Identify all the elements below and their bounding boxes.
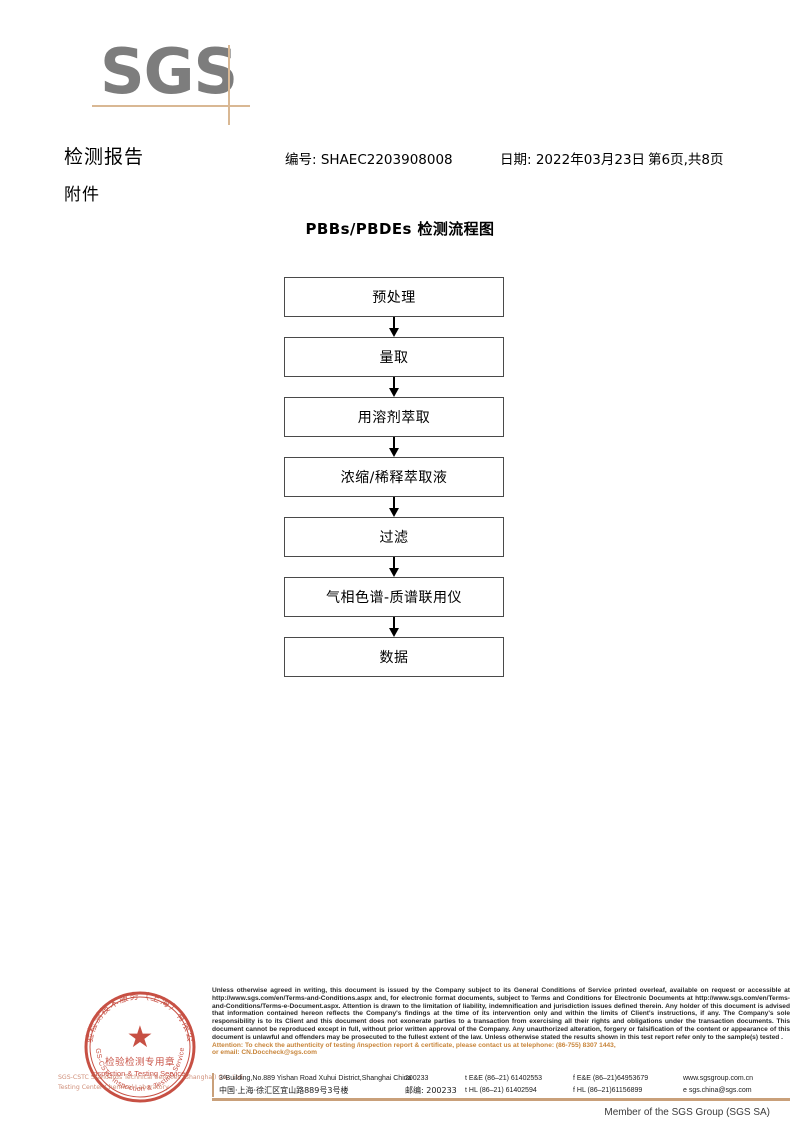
logo-vertical-rule (228, 45, 230, 125)
address-row-en: 3ᵈBuilding,No.889 Yishan Road Xuhui Dist… (219, 1073, 790, 1085)
svg-text:检验检测专用章: 检验检测专用章 (105, 1056, 175, 1068)
page-indicator: 第6页,共8页 (648, 152, 724, 168)
flow-step-box: 用溶剂萃取 (284, 397, 504, 437)
attention-line-1: Attention: To check the authenticity of … (212, 1041, 616, 1049)
footer-address-block: 3ᵈBuilding,No.889 Yishan Road Xuhui Dist… (212, 1073, 790, 1097)
svg-text:Inspection & Testing Services: Inspection & Testing Services (91, 1069, 189, 1078)
flowchart: 预处理 量取 用溶剂萃取 浓缩/稀释萃取液 过滤 气相色谱-质谱联用仪 数据 (284, 277, 504, 677)
footer-divider (212, 1098, 790, 1101)
flow-arrow-icon (284, 617, 504, 637)
flow-arrow-icon (284, 317, 504, 337)
address-row-cn: 中国·上海·徐汇区宜山路889号3号楼 邮编: 200233 t HL (86–… (219, 1085, 790, 1097)
postcode-en: 200233 (405, 1075, 429, 1082)
logo-horizontal-rule (92, 105, 250, 107)
website: www.sgsgroup.com.cn (683, 1075, 754, 1082)
tel-hl: t HL (86–21) 61402594 (465, 1087, 537, 1094)
attachment-label: 附件 (64, 185, 100, 205)
tel-ee: t E&E (86–21) 61402553 (465, 1075, 543, 1082)
flowchart-title: PBBs/PBDEs 检测流程图 (305, 220, 495, 238)
flow-step-box: 量取 (284, 337, 504, 377)
legal-paragraph: Unless otherwise agreed in writing, this… (212, 987, 790, 1041)
fax-ee: f E&E (86–21)64953679 (573, 1075, 649, 1082)
svg-text:★: ★ (127, 1021, 154, 1054)
sgs-logo-text: SGS (100, 35, 238, 108)
address-cn: 中国·上海·徐汇区宜山路889号3号楼 (219, 1086, 349, 1095)
member-line: Member of the SGS Group (SGS SA) (604, 1107, 770, 1118)
seal-company-name: SGS-CSTC Standards Technical Services (S… (58, 1074, 244, 1091)
report-number: 编号: SHAEC2203908008 (285, 152, 453, 168)
flow-step-box: 过滤 (284, 517, 504, 557)
flow-step-box: 数据 (284, 637, 504, 677)
flow-step-box: 浓缩/稀释萃取液 (284, 457, 504, 497)
postcode-cn: 邮编: 200233 (405, 1086, 457, 1095)
report-date: 日期: 2022年03月23日 (500, 152, 646, 168)
page-title: 检测报告 (64, 146, 145, 168)
email: e sgs.china@sgs.com (683, 1087, 752, 1094)
flow-arrow-icon (284, 497, 504, 517)
address-en: 3ᵈBuilding,No.889 Yishan Road Xuhui Dist… (219, 1075, 412, 1082)
flow-arrow-icon (284, 377, 504, 397)
flow-arrow-icon (284, 437, 504, 457)
flow-arrow-icon (284, 557, 504, 577)
flow-step-box: 预处理 (284, 277, 504, 317)
sgs-logo: SGS (92, 35, 360, 125)
company-seal-stamp: 检验检测技术服务（上海）有限公司 SGS-CSTC Inspection & T… (73, 976, 202, 1109)
legal-disclaimer: Unless otherwise agreed in writing, this… (212, 987, 790, 1057)
flow-step-box: 气相色谱-质谱联用仪 (284, 577, 504, 617)
attention-line-2: or email: CN.Doccheck@sgs.com (212, 1049, 318, 1057)
fax-hl: f HL (86–21)61156899 (573, 1087, 643, 1094)
